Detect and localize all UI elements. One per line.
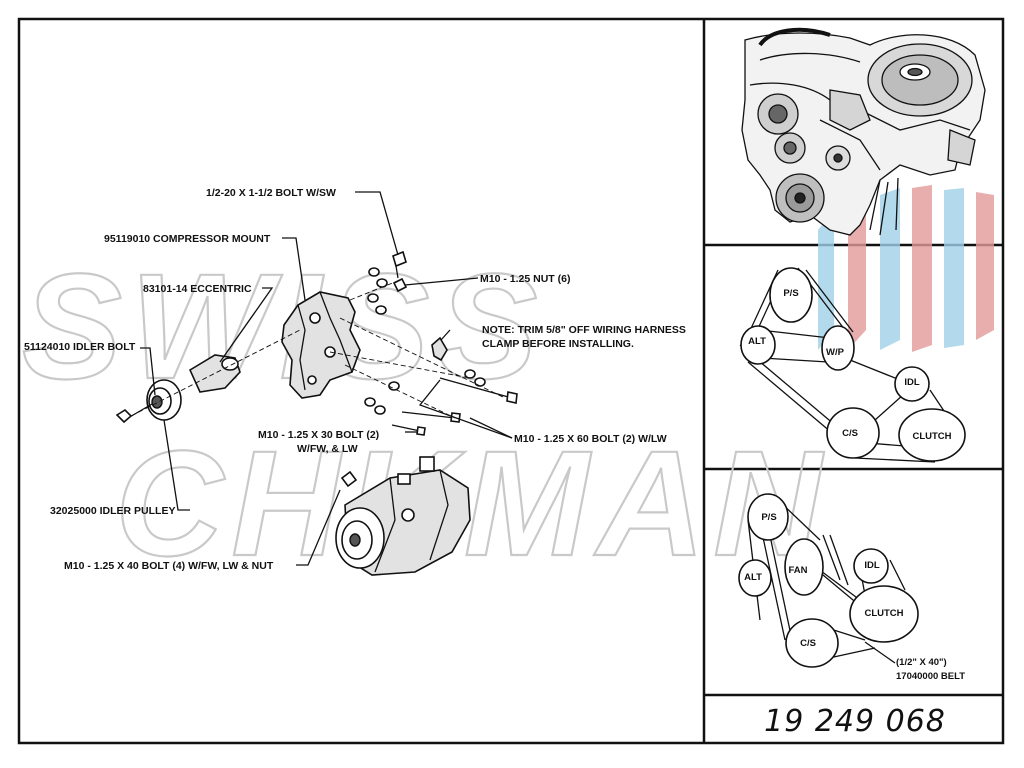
top-bolt-icon	[392, 250, 407, 279]
pulley-cs-2	[785, 618, 839, 668]
wiring-harness-clamp	[431, 329, 451, 362]
exploded-assembly: 1/2-20 X 1-1/2 BOLT W/SW 95119010 COMPRE…	[24, 187, 686, 576]
label-note-line-2: CLAMP BEFORE INSTALLING.	[482, 338, 634, 350]
long-bolts	[391, 377, 518, 436]
pulley-label-clutch-2: CLUTCH	[864, 608, 903, 619]
outer-frame	[17, 17, 1005, 745]
pulley-label-alt-1: ALT	[748, 336, 766, 347]
label-note-line-1: NOTE: TRIM 5/8" OFF WIRING HARNESS	[482, 324, 686, 336]
label-compressor-mount: 95119010 COMPRESSOR MOUNT	[104, 233, 271, 245]
label-bolt-30-line-1: M10 - 1.25 X 30 BOLT (2)	[258, 429, 379, 441]
pulley-fan-2	[784, 538, 824, 596]
label-bolt-top: 1/2-20 X 1-1/2 BOLT W/SW	[206, 187, 336, 199]
pulley-label-ps-1: P/S	[783, 288, 798, 299]
belt-part-label: 17040000 BELT	[896, 671, 965, 682]
pulley-idl-1	[894, 366, 930, 402]
pulley-idl-2	[853, 548, 889, 584]
label-bolt-40: M10 - 1.25 X 40 BOLT (4) W/FW, LW & NUT	[64, 560, 274, 572]
pulley-label-idl-1: IDL	[904, 377, 920, 388]
belt-diagram-1: P/S ALT W/P IDL C/S CLUTCH	[739, 267, 966, 463]
compressor-icon	[335, 456, 471, 576]
flag-stripes	[818, 185, 994, 352]
label-eccentric: 83101-14 ECCENTRIC	[143, 283, 252, 295]
belt-size-label: (1/2" X 40")	[896, 657, 947, 668]
pulley-label-clutch-1: CLUTCH	[912, 431, 951, 442]
pulley-alt-2	[738, 559, 772, 597]
pulley-label-fan-2: FAN	[789, 565, 808, 576]
pulley-ps-2	[747, 493, 789, 541]
pulley-alt-1	[740, 325, 776, 365]
pulley-label-wp-1: W/P	[826, 347, 845, 358]
pulley-clutch-1	[898, 408, 966, 462]
part-number: 19 249 068	[764, 704, 946, 739]
engine-illustration	[741, 27, 986, 236]
label-bolt-30-line-2: W/FW, & LW	[297, 443, 358, 455]
pulley-label-cs-2: C/S	[800, 638, 816, 649]
belt-diagram-2: P/S ALT FAN IDL CLUTCH C/S (1/2" X 40") …	[738, 493, 965, 682]
label-nut: M10 - 1.25 NUT (6)	[480, 273, 570, 285]
label-idler-pulley: 32025000 IDLER PULLEY	[50, 505, 175, 517]
washers-and-nuts	[364, 267, 486, 415]
pulley-label-ps-2: P/S	[761, 512, 776, 523]
pulley-wp-1	[821, 325, 855, 371]
pulley-clutch-2	[849, 585, 919, 643]
belt-leader-line	[864, 641, 896, 664]
idler-pulley-icon	[146, 379, 182, 421]
pulley-cs-1	[826, 407, 880, 459]
pulley-ps-1	[769, 267, 813, 323]
pulley-label-cs-1: C/S	[842, 428, 858, 439]
label-idler-bolt: 51124010 IDLER BOLT	[24, 341, 136, 353]
label-bolt-60: M10 - 1.25 X 60 BOLT (2) W/LW	[514, 433, 667, 445]
compressor-bolt-icon	[340, 470, 358, 488]
pulley-label-idl-2: IDL	[864, 560, 880, 571]
watermark-line-1: SWISS	[22, 242, 545, 410]
pulley-label-alt-2: ALT	[744, 572, 762, 583]
